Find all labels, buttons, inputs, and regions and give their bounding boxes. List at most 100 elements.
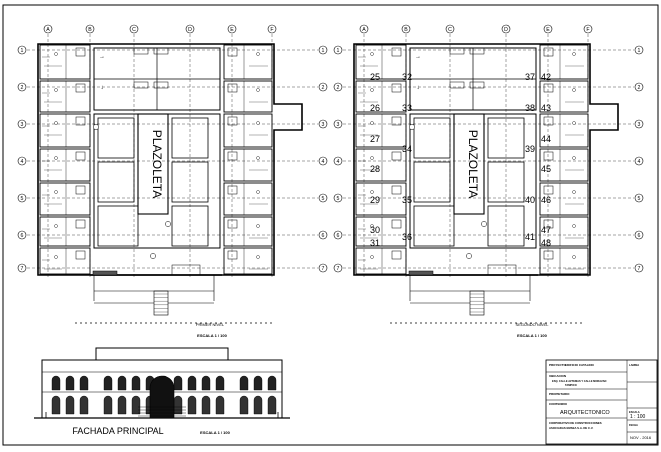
door-swing-left-6 xyxy=(370,255,374,259)
grid-row-bubble-left-6-label: 6 xyxy=(337,233,340,239)
unit-right-2 xyxy=(539,113,589,148)
grid-col-bubble-F xyxy=(267,24,277,34)
unit-left-3 xyxy=(355,148,407,182)
grid-row-bubble-right-1 xyxy=(318,45,328,55)
door-swing-left-0 xyxy=(54,52,58,56)
door-swing-right-5 xyxy=(572,224,576,228)
door-swing-left-5 xyxy=(54,224,58,228)
unit-left-0 xyxy=(355,44,407,80)
unit-left-0 xyxy=(39,44,91,80)
door-swing-left-6 xyxy=(54,255,58,259)
door-swing-left-0 xyxy=(370,52,374,56)
bath-left-5 xyxy=(75,219,86,229)
door-swing-left-2 xyxy=(370,121,374,125)
door-swing-right-0 xyxy=(572,52,576,56)
grid-col-bubble-E xyxy=(543,24,553,34)
door-swing-right-0 xyxy=(256,52,260,56)
door-swing-right-1 xyxy=(572,88,576,92)
unit-left-4 xyxy=(355,182,407,216)
door-swing-left-2 xyxy=(54,121,58,125)
grid-col-bubble-E xyxy=(227,24,237,34)
grid-row-bubble-right-1 xyxy=(634,45,644,55)
bath-left-1 xyxy=(75,83,86,93)
unit-left-3 xyxy=(39,148,91,182)
grid-col-bubble-A-label: A xyxy=(362,27,366,33)
entrance-stair-left xyxy=(92,270,118,276)
grid-row-bubble-left-5 xyxy=(333,193,343,203)
stair-mid-1 xyxy=(133,81,149,89)
grid-row-bubble-right-4 xyxy=(318,156,328,166)
lower-window-13 xyxy=(253,395,263,415)
grid-row-bubble-left-1-label: 1 xyxy=(337,48,340,54)
room-number-29: 29 xyxy=(370,195,380,205)
room-number-33: 33 xyxy=(402,103,412,113)
tb-location-value: ESQ. CALLE AZTEMAS Y CALLE MORAZAN xyxy=(552,379,607,383)
room-c-3 xyxy=(487,117,525,159)
unit-left-2 xyxy=(39,113,91,148)
stair-top-1 xyxy=(133,47,149,55)
bath-left-3 xyxy=(391,151,402,161)
grid-row-bubble-left-7 xyxy=(17,263,27,273)
grid-row-bubble-left-2 xyxy=(333,82,343,92)
room-number-42: 42 xyxy=(541,72,551,82)
room-number-31: 31 xyxy=(370,238,380,248)
grid-row-bubble-right-1-label: 1 xyxy=(638,48,641,54)
arrow-down: ↓ xyxy=(101,85,104,91)
bath-right-4 xyxy=(227,185,238,195)
facade-scale: ESCALA 1 / 100 xyxy=(200,430,230,435)
room-c-5 xyxy=(413,205,455,247)
grid-row-bubble-left-3-label: 3 xyxy=(337,122,340,128)
tb-sheet-label: CONTENIDO xyxy=(549,402,568,406)
grid-row-bubble-left-6 xyxy=(333,230,343,240)
grid-row-bubble-right-5-label: 5 xyxy=(322,196,325,202)
room-c-3 xyxy=(171,117,209,159)
grid-row-bubble-left-2-label: 2 xyxy=(337,85,340,91)
tb-scale-value: 1 : 100 xyxy=(630,414,646,420)
lower-window-2 xyxy=(79,395,89,415)
unit-right-1 xyxy=(223,80,273,113)
door-swing-right-6 xyxy=(256,255,260,259)
grid-row-bubble-left-1 xyxy=(333,45,343,55)
grid-row-bubble-left-1-label: 1 xyxy=(21,48,24,54)
mark-a-bubble xyxy=(409,124,415,130)
door-swing-right-4 xyxy=(572,190,576,194)
grid-row-bubble-right-3 xyxy=(634,119,644,129)
bath-left-4 xyxy=(391,185,402,195)
grid-col-bubble-C-label: C xyxy=(448,27,452,33)
room-number-45: 45 xyxy=(541,164,551,174)
bath-left-6 xyxy=(75,250,86,260)
door-swing-right-2 xyxy=(572,121,576,125)
tb-project-label: PROYECTO xyxy=(549,363,566,367)
grid-row-bubble-right-7 xyxy=(634,263,644,273)
bath-left-4 xyxy=(75,185,86,195)
grid-row-bubble-left-7-label: 7 xyxy=(337,266,340,272)
door-swing-left-1 xyxy=(54,88,58,92)
tb-location-city: TAMPICO xyxy=(565,383,577,387)
lower-window-0 xyxy=(51,395,61,415)
plazoleta-label: PLAZOLETA xyxy=(466,130,480,198)
grid-row-bubble-right-4-label: 4 xyxy=(322,159,325,165)
unit-right-5 xyxy=(223,216,273,247)
grid-col-bubble-F-label: F xyxy=(270,27,273,33)
facade-title: FACHADA PRINCIPAL xyxy=(72,426,163,436)
bath-left-0 xyxy=(75,47,86,57)
door-swing-right-1 xyxy=(256,88,260,92)
unit-right-2 xyxy=(223,113,273,148)
lower-window-12 xyxy=(239,395,249,415)
unit-right-6 xyxy=(539,247,589,275)
plan-title-left: PRIMER NIVEL xyxy=(196,322,225,327)
grid-col-bubble-E-label: E xyxy=(230,27,234,33)
lower-window-4 xyxy=(117,395,127,415)
grid-row-bubble-right-5 xyxy=(318,193,328,203)
room-number-32: 32 xyxy=(402,72,412,82)
bath-left-0 xyxy=(391,47,402,57)
upper-window-1 xyxy=(65,375,75,391)
mark-c-bubble xyxy=(466,253,472,259)
room-number-44: 44 xyxy=(541,134,551,144)
grid-col-bubble-E-label: E xyxy=(546,27,550,33)
grid-col-bubble-C-label: C xyxy=(132,27,136,33)
entrance-room xyxy=(171,264,201,276)
upper-window-5 xyxy=(131,375,141,391)
unit-left-5 xyxy=(39,216,91,247)
